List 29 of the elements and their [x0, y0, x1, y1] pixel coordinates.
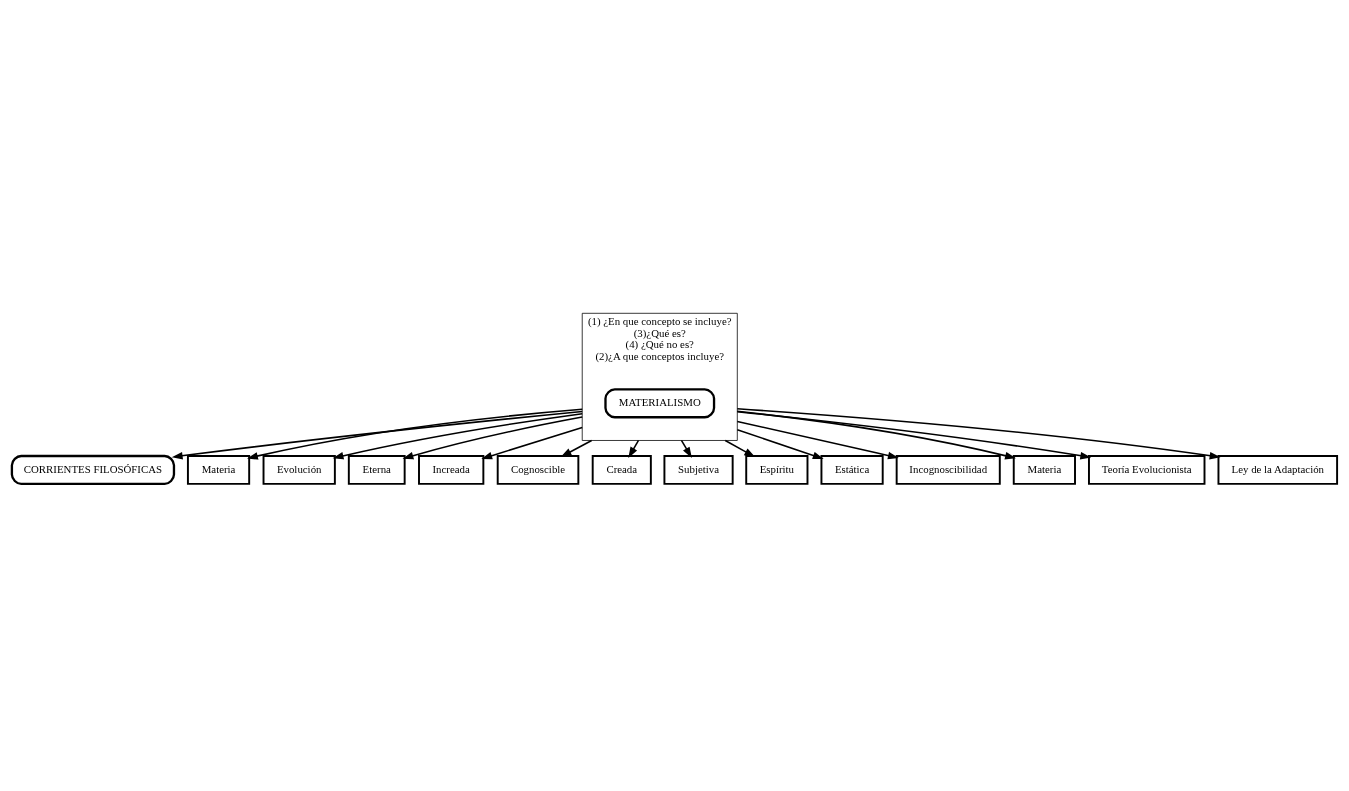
arrow: [736, 408, 1221, 460]
node-box: Materia: [1012, 455, 1076, 485]
arrow: [332, 412, 583, 460]
node-box: Cognoscible: [496, 455, 580, 485]
arrow: [736, 410, 1016, 460]
arrow: [560, 439, 593, 458]
arrow: [402, 416, 583, 460]
node-box: CORRIENTES FILOSÓFICAS: [10, 454, 176, 486]
arrow: [724, 439, 756, 458]
node-box: MATERIALISMO: [604, 388, 716, 419]
node-box: Subjetiva: [663, 455, 734, 485]
arrow: [247, 408, 583, 460]
node-box: Estática: [820, 455, 884, 485]
node-box: Materia: [186, 455, 251, 485]
arrow: [736, 420, 899, 460]
arrow: [628, 439, 640, 458]
arrow: [481, 426, 583, 460]
node-box: Teoría Evolucionista: [1088, 455, 1206, 485]
arrow: [680, 439, 692, 458]
arrow: [736, 410, 1092, 460]
node-box: Evolución: [262, 455, 336, 485]
node-box: Increada: [418, 455, 485, 485]
node-box: Creada: [591, 455, 652, 485]
node-box: Ley de la Adaptación: [1217, 455, 1339, 485]
node-box: Incognoscibilidad: [895, 455, 1001, 485]
node-box: Eterna: [347, 455, 406, 485]
node-box: Espíritu: [745, 455, 809, 485]
arrow: [736, 428, 824, 460]
arrow: [171, 410, 583, 460]
